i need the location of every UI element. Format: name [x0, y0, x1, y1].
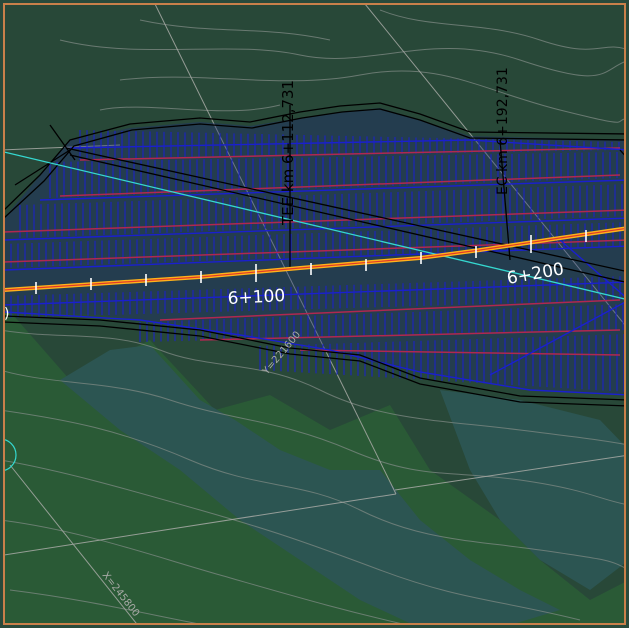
map-frame	[3, 3, 626, 625]
label-tee: TEE km 6+112,731	[279, 80, 297, 226]
cyan-reference-line	[4, 151, 625, 300]
band-blue-outlines	[4, 139, 625, 396]
grid-lines	[4, 4, 625, 624]
band-edge-lines	[4, 147, 625, 356]
terrain-teal-region-2	[440, 390, 625, 590]
road-boundary	[4, 102, 625, 407]
terrain-teal-region	[60, 345, 560, 624]
label-ec: EC km 6+192,731	[495, 67, 511, 195]
left-edge-label: )	[4, 306, 9, 322]
station-ticks	[35, 230, 587, 294]
hatching-lines	[4, 130, 625, 392]
alignment-axis	[4, 227, 625, 291]
cyan-marker	[4, 438, 17, 472]
station-label-6100: 6+100	[227, 286, 285, 309]
